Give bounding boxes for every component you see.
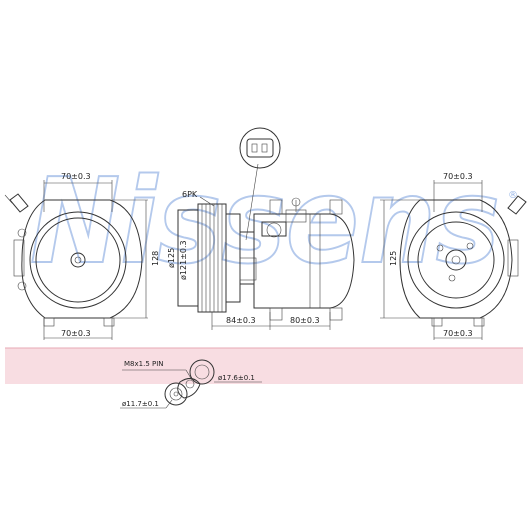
dim-width-bottom-left: 70±0.3	[61, 329, 91, 338]
electrical-connector-detail	[239, 127, 281, 169]
dim-length-a: 84±0.3	[226, 316, 256, 325]
dim-width-top-right: 70±0.3	[443, 172, 473, 181]
dim-height-left: 128	[151, 251, 160, 266]
dim-port-large: ø17.6±0.1	[218, 374, 255, 382]
dim-hub-diameter: ø121±0.3	[179, 240, 188, 280]
belt-type-label: 6PK	[182, 190, 198, 199]
side-view-dimensions: 6PK ø125 ø121±0.3 84±0.3 80±0.3	[167, 190, 331, 330]
dim-pulley-diameter: ø125	[167, 248, 176, 268]
info-band	[5, 348, 523, 384]
side-view-middle	[177, 163, 355, 321]
dim-height-right: 125	[389, 251, 398, 266]
rear-view-right	[399, 195, 527, 327]
front-view-left	[4, 193, 143, 327]
thread-spec-label: M8x1.5 PIN	[124, 360, 164, 368]
dim-port-small: ø11.7±0.1	[122, 400, 159, 408]
port-fitting-detail: M8x1.5 PIN ø17.6±0.1 ø11.7±0.1	[120, 359, 262, 409]
front-view-left-dimensions: 70±0.3 70±0.3 128	[43, 172, 160, 340]
dim-length-b: 80±0.3	[290, 316, 320, 325]
registered-mark: ®	[508, 190, 518, 201]
dim-width-top-left: 70±0.3	[61, 172, 91, 181]
dim-width-bottom-right: 70±0.3	[443, 329, 473, 338]
rear-view-right-dimensions: 70±0.3 70±0.3 125	[380, 172, 483, 340]
brand-watermark: Nissens	[30, 152, 500, 290]
